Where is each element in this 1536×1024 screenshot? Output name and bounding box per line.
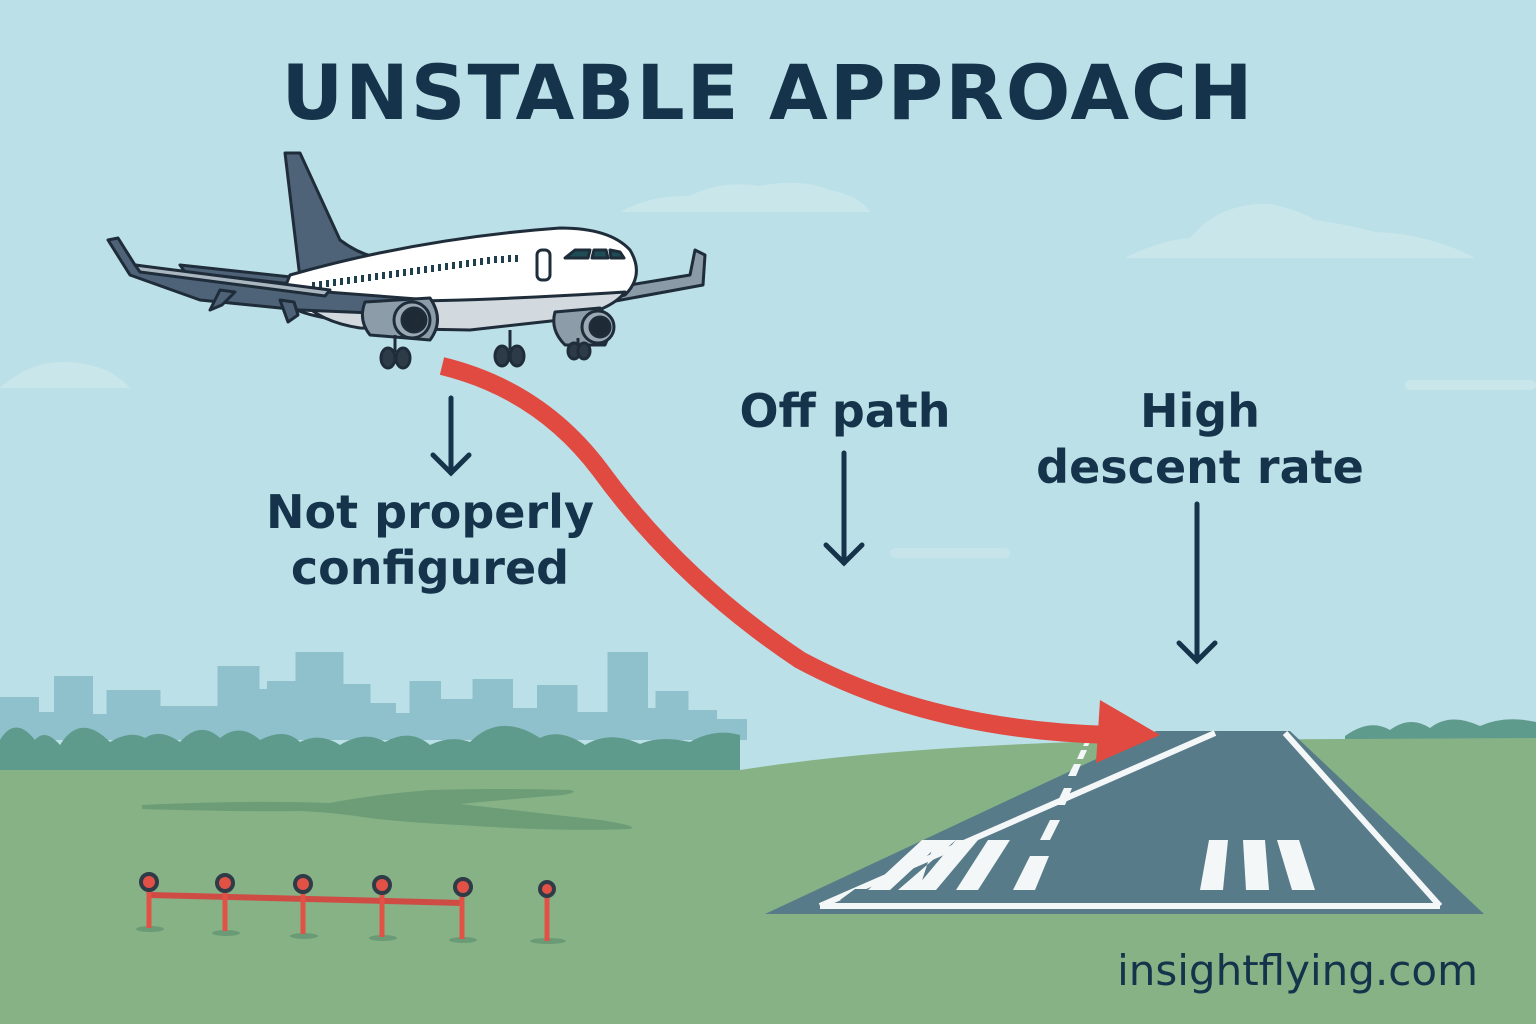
down-arrow-icon [430,395,472,477]
cabin-windows [312,255,518,289]
tree-line [0,725,740,770]
flight-path-arrow [439,357,1160,763]
clouds [0,182,1536,558]
down-arrow-icon [823,450,865,567]
down-arrows [430,395,1218,665]
runway [765,730,1484,914]
label-off-path: Off path [739,384,951,438]
approach-lights [136,872,566,944]
threshold-markings [868,840,1315,890]
airplane-icon [106,151,707,370]
label-not-properly-configured: Not properly configured [266,485,594,596]
watermark: insightflying.com [1117,946,1478,995]
page-title: UNSTABLE APPROACH [281,48,1255,137]
down-arrow-icon [1176,501,1218,665]
airplane-shadow [142,789,632,830]
label-high-descent-rate: High descent rate [1036,384,1364,495]
city-skyline [0,652,747,740]
